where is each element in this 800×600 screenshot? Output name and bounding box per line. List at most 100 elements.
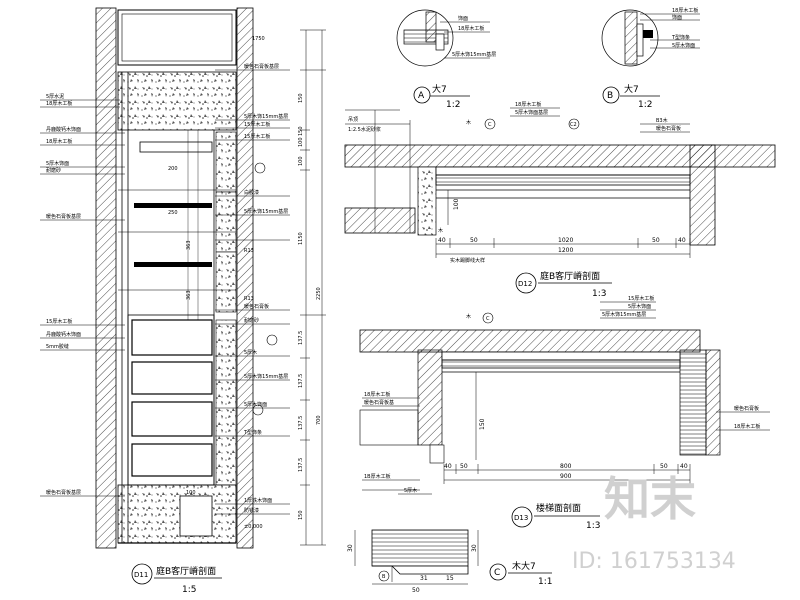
dim-text: 137.5 [298,331,304,345]
dim-text: 900 [560,473,572,480]
dim-text: 50 [470,237,478,244]
section-label: 暖色石膏板 [734,405,759,412]
right-label: 白胶漆 [244,189,259,196]
left-label: 15厚木工板 [46,318,72,325]
section-label: B3木 [656,117,668,124]
section-label: 5厚木饰面 [628,303,651,310]
section-label: 木 [466,119,471,126]
inner-dim: 363 [186,290,192,300]
inner-dim: 250 [168,210,178,216]
dim-text: 100 [453,198,460,210]
section-label: 18厚木工板 [364,391,390,398]
left-label: 18厚木工板 [46,138,72,145]
dim-text: 50 [412,587,420,594]
detail-label: T型饰条 [671,34,690,41]
section-label: 1B厚木工板 [364,473,391,480]
dim-text: 40 [438,237,446,244]
dim-text: 150 [479,418,486,430]
dim-text: 150 [298,510,304,520]
right-label: 5厚木饰面 [244,401,267,408]
detail-label: 5厚木饰面 [672,42,695,49]
dim-text: 100 [298,137,304,147]
detail-letter: A [418,91,425,101]
right-label: 5厚木饰15mm基层 [244,208,288,215]
watermark-logo: 知末 [604,472,696,526]
detail-a: 饰面 18厚木工板 5厚木饰15mm基层 A 大7 1:2 [396,9,496,110]
right-label: 防锈漆 [244,507,259,514]
left-label: 18厚木工板 [46,100,72,107]
callout-letter: B [382,574,386,580]
right-label: R13 [244,248,254,254]
watermark: 知末 ID: 161753134 [572,472,736,574]
detail-label: 饰面 [458,15,468,22]
detail-b: 18厚木工板 饰面 T型饰条 5厚木饰面 B 大7 1:2 [601,7,700,110]
left-label: 耐磨砂 [46,167,61,174]
drawing-code: D13 [514,514,528,522]
section-label: 18厚木工板 [734,423,760,430]
detail-c: 30 30 31 15 50 B C 木大7 1:1 [347,529,552,594]
inner-dim: 363 [186,240,192,250]
dim-text: 137.5 [298,374,304,388]
drawing-code: D12 [518,280,532,288]
drawing-title: 楼梯面剖面 [536,502,581,514]
dim-text: 1020 [558,237,573,244]
section-label: 15厚木工板 [628,295,654,302]
callout-letter: C2 [570,122,577,128]
detail-label: 18厚木工板 [458,25,484,32]
section-label: 木 [466,313,471,320]
callout-letter: C [488,122,492,128]
section-label: 实木踢脚线大样 [450,257,485,264]
inner-dim: 200 [168,166,178,172]
detail-scale: 1:2 [446,100,460,110]
section-label: 吊顶 [348,117,358,123]
dim-text: 1200 [558,247,573,254]
dim-text: 40 [444,463,452,470]
dim-text: 1150 [298,232,304,245]
callout-marker [254,162,266,174]
right-label: 耐磨砂 [244,317,259,324]
section-label: 18厚木工板 [515,101,541,108]
watermark-id: ID: 161753134 [572,549,736,574]
detail-label: 18厚木工板 [672,7,698,14]
detail-letter: B [607,91,613,101]
section-label: 5厚木 [404,487,417,494]
section-label: 1:2.5水泥砂浆 [348,126,381,133]
dim-text: 30 [471,544,478,552]
drawing-scale: 1:3 [586,521,600,531]
inner-dim: 100 [186,490,196,496]
right-label: 5厚木饰15mm基层 [244,113,288,120]
left-label: 5厚木饰面 [46,160,69,167]
drawing-code-circle [131,563,153,585]
elevation-d11: 5厚水泥 18厚木工板 丹鹿酸钙木饰面 18厚木工板 5厚木饰面 耐磨砂 暖色石… [40,7,326,595]
left-label: 5mm胶缝 [46,343,69,350]
callout-letter: C [486,316,490,322]
right-label: 5厚木 [244,349,257,356]
dim-text: 2250 [316,287,322,300]
detail-scale: 1:1 [538,577,552,587]
detail-title: 大7 [432,83,447,95]
dim-text: 700 [316,415,322,425]
detail-title: 大7 [624,83,639,95]
section-d13: 木 15厚木工板 5厚木饰面 5厚木饰15mm基层 18厚木工板 暖色石膏板基 … [359,295,770,531]
dim-text: 137.5 [298,458,304,472]
dim-text: 31 [420,575,428,582]
right-label: R13 [244,296,254,302]
drawing-scale: 1:3 [592,289,606,299]
left-wall-hatch [95,7,117,549]
detail-letter: C [494,568,500,578]
left-label: 暖色石膏板基层 [46,489,81,496]
section-label: 5厚木饰15mm基层 [602,311,646,318]
section-label: 暖色石膏板 [656,125,681,132]
right-wall-hatch [236,7,254,549]
right-label: 5厚木饰15mm基层 [244,373,288,380]
callout-marker [252,404,264,416]
dim-text: 15 [446,575,454,582]
callout-marker [266,334,278,346]
dim-text: 40 [680,463,688,470]
drawing-title: 庭B客厅嵴剖面 [540,270,600,282]
left-label: 丹鹿酸钙木饰面 [46,126,81,133]
dim-text: 150 [298,126,304,136]
section-label: 木 [438,227,443,234]
left-label: 丹鹿酸钙木饰面 [46,331,81,338]
